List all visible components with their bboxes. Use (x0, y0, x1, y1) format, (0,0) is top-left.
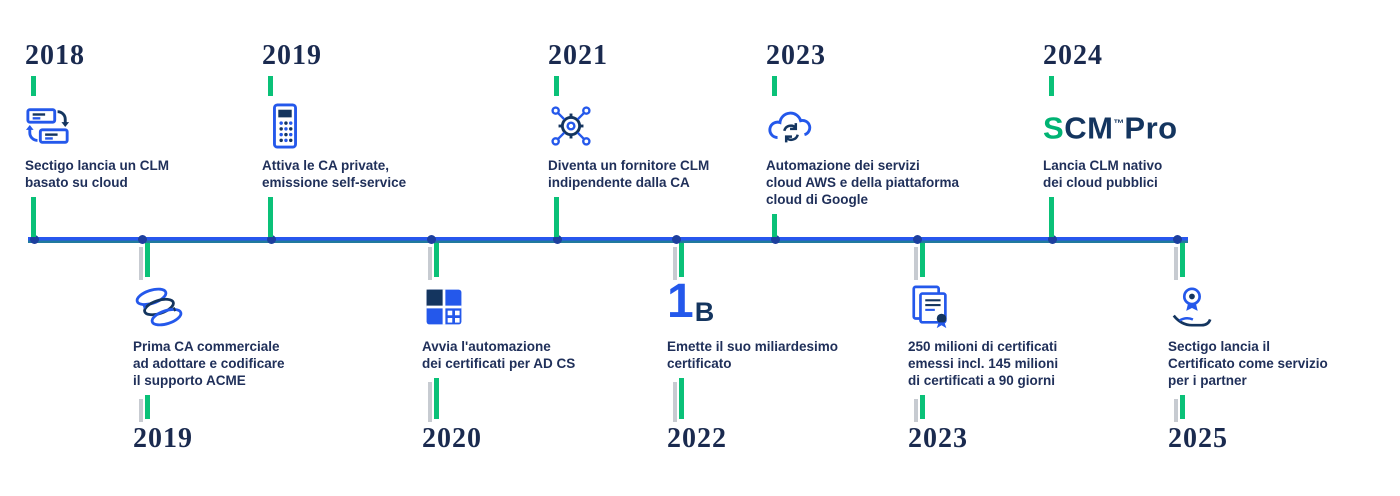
milestone-text: Avvia l'automazione dei certificati per … (422, 339, 576, 371)
timeline-node (1048, 235, 1057, 244)
milestone-2019-top: 2019 Attiva le CA private, emissione sel… (262, 40, 497, 237)
timeline-node (771, 235, 780, 244)
self-service-kiosk-icon (262, 102, 308, 150)
milestone-text: Lancia CLM nativo dei cloud pubblici (1043, 158, 1163, 190)
logo-trademark: ™ (1113, 117, 1125, 130)
milestone-text: Diventa un fornitore CLM indipendente da… (548, 158, 710, 190)
tick-connector (554, 76, 568, 96)
milestone-year: 2023 (766, 40, 826, 71)
timeline-node (138, 235, 147, 244)
milestone-year: 2020 (422, 423, 482, 454)
tick-connector (428, 378, 442, 422)
logo-word-pro: Pro (1124, 110, 1178, 146)
tick-connector (31, 76, 45, 96)
billion-letter: B (694, 296, 715, 327)
tick-connector (673, 243, 687, 280)
milestone-text: 250 milioni di certificati emessi incl. … (908, 339, 1059, 388)
timeline-node (553, 235, 562, 244)
timeline-node (427, 235, 436, 244)
tick-connector (139, 243, 153, 280)
milestone-text: Automazione dei servizi cloud AWS e dell… (766, 158, 960, 207)
timeline-node (30, 235, 39, 244)
one-billion-icon: 1B (667, 277, 715, 331)
scm-pro-logo: SCM™Pro (1043, 102, 1178, 150)
milestone-year: 2025 (1168, 423, 1228, 454)
timeline-node (1173, 235, 1182, 244)
milestone-text: Emette il suo miliardesimo certificato (667, 339, 839, 371)
milestone-2022: 1B Emette il suo miliardesimo certificat… (667, 243, 902, 455)
milestone-year: 2022 (667, 423, 727, 454)
tick-connector (139, 395, 153, 422)
tick-connector (554, 197, 568, 237)
milestone-2023-top: 2023 Automazione dei servizi cloud AWS e… (766, 40, 1011, 237)
sync-screens-icon (25, 102, 71, 150)
logo-letters-cm: CM (1064, 110, 1114, 146)
tick-connector (428, 243, 442, 280)
milestone-2021: 2021 Diventa un fornitore CLM ind (548, 40, 778, 237)
milestone-year: 2023 (908, 423, 968, 454)
coins-icon (133, 283, 185, 331)
tick-connector (1049, 76, 1063, 96)
milestone-year: 2024 (1043, 40, 1103, 71)
tick-connector (914, 243, 928, 280)
logo-letter-s: S (1043, 110, 1065, 146)
milestone-text: Sectigo lancia un CLM basato su cloud (25, 158, 170, 190)
milestone-year: 2019 (133, 423, 193, 454)
tick-connector (1174, 243, 1188, 280)
timeline-line (28, 237, 1188, 243)
tick-connector (268, 76, 282, 96)
milestone-2023-bottom: 250 milioni di certificati emessi incl. … (908, 243, 1153, 455)
milestone-year: 2019 (262, 40, 322, 71)
milestone-2018: 2018 Sectigo lancia un CLM basato su clo… (25, 40, 255, 237)
tick-connector (1049, 197, 1063, 237)
timeline-node (672, 235, 681, 244)
cloud-sync-icon (766, 102, 816, 150)
tick-connector (914, 395, 928, 422)
timeline-node (267, 235, 276, 244)
gear-network-icon (548, 102, 594, 150)
tick-connector (268, 197, 282, 237)
tick-connector (772, 76, 786, 96)
tick-connector (673, 378, 687, 422)
hand-badge-icon (1168, 283, 1214, 331)
milestone-2024: 2024 SCM™Pro Lancia CLM nativo dei cloud… (1043, 40, 1273, 237)
milestone-2019-bottom: Prima CA commerciale ad adottare e codif… (133, 243, 373, 455)
tick-connector (772, 214, 786, 237)
milestone-year: 2018 (25, 40, 85, 71)
tick-connector (31, 197, 45, 237)
milestone-2025: Sectigo lancia il Certificato come servi… (1168, 243, 1393, 455)
milestone-text: Attiva le CA private, emissione self-ser… (262, 158, 407, 190)
timeline-node (913, 235, 922, 244)
window-grid-icon (422, 283, 466, 331)
milestone-year: 2021 (548, 40, 608, 71)
milestone-text: Sectigo lancia il Certificato come servi… (1168, 339, 1328, 388)
milestone-text: Prima CA commerciale ad adottare e codif… (133, 339, 285, 388)
milestone-2020: Avvia l'automazione dei certificati per … (422, 243, 657, 455)
billion-digit: 1 (667, 274, 694, 328)
tick-connector (1174, 395, 1188, 422)
certificates-stack-icon (908, 283, 954, 331)
